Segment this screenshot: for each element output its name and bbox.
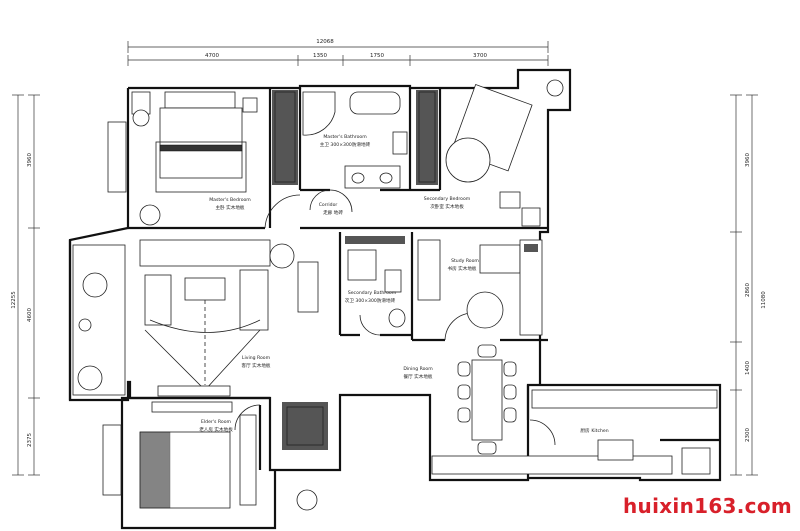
dim-right-seg-1: 3960 <box>745 153 751 167</box>
dim-right-seg-3: 1400 <box>745 361 751 375</box>
label-secondary-bedroom: Secondary Bedroom <box>424 196 471 202</box>
dim-left-seg-1: 3960 <box>27 153 33 167</box>
dim-top-seg-1: 4700 <box>205 53 219 59</box>
label-corridor-cn: 走廊 地砖 <box>323 209 343 216</box>
dim-left-total: 12255 <box>11 291 17 309</box>
label-secondary-bathroom: Secondary Bathroom <box>348 290 397 296</box>
dim-top-total: 12068 <box>316 39 334 45</box>
walls <box>68 68 722 530</box>
dining-room-furniture <box>431 344 673 475</box>
dim-left-seg-2: 4600 <box>27 308 33 322</box>
label-elder-room-cn: 老人房 实木地板 <box>199 426 233 433</box>
label-master-bedroom-cn: 主卧 实木地板 <box>215 204 244 211</box>
room-labels: Master's Bedroom 主卧 实木地板 Corridor 走廊 地砖 … <box>199 134 609 434</box>
label-living-room: Living Room <box>242 355 271 361</box>
master-bathroom-fixtures <box>302 91 408 189</box>
dim-right-seg-2: 2860 <box>745 283 751 297</box>
label-kitchen: Kitchen <box>591 428 608 434</box>
dim-left-seg-3: 2375 <box>27 433 33 447</box>
doors <box>234 189 473 431</box>
label-study-room: Study Room <box>451 258 479 264</box>
label-living-room-cn: 客厅 实木地板 <box>241 362 270 369</box>
watermark-logo: huixin163.com <box>623 494 793 518</box>
elder-room-furniture <box>102 401 328 511</box>
living-room-furniture <box>77 239 319 397</box>
label-kitchen-cn: 厨房 <box>580 427 590 434</box>
dim-top-seg-2: 1350 <box>313 53 327 59</box>
study-room-furniture <box>417 239 543 336</box>
dim-right-total: 11080 <box>761 291 767 309</box>
label-secondary-bathroom-cn: 次卫 300×300防滑地砖 <box>345 297 396 304</box>
kitchen-fixtures <box>529 389 718 475</box>
dim-top-seg-3: 1750 <box>370 53 384 59</box>
dimension-lines <box>12 41 758 476</box>
dimension-labels: 12068 4700 1350 1750 3700 12255 3960 460… <box>11 39 767 447</box>
label-dining-room-cn: 餐厅 实木地板 <box>403 373 432 380</box>
label-corridor: Corridor <box>319 202 338 208</box>
dim-right-seg-4: 2300 <box>745 428 751 442</box>
label-master-bathroom: Master's Bathroom <box>323 134 367 140</box>
label-master-bedroom: Master's Bedroom <box>209 197 251 203</box>
dim-top-seg-4: 3700 <box>473 53 487 59</box>
label-study-room-cn: 书房 实木地板 <box>447 265 476 272</box>
secondary-bathroom-fixtures <box>345 236 406 328</box>
label-master-bathroom-cn: 主卫 300×300防滑地砖 <box>320 141 371 148</box>
label-dining-room: Dining Room <box>403 366 433 372</box>
master-bedroom-furniture <box>107 90 298 226</box>
secondary-bedroom-furniture <box>416 79 564 227</box>
label-secondary-bedroom-cn: 次卧室 实木地板 <box>430 203 464 210</box>
label-elder-room: Elder's Room <box>201 419 232 425</box>
